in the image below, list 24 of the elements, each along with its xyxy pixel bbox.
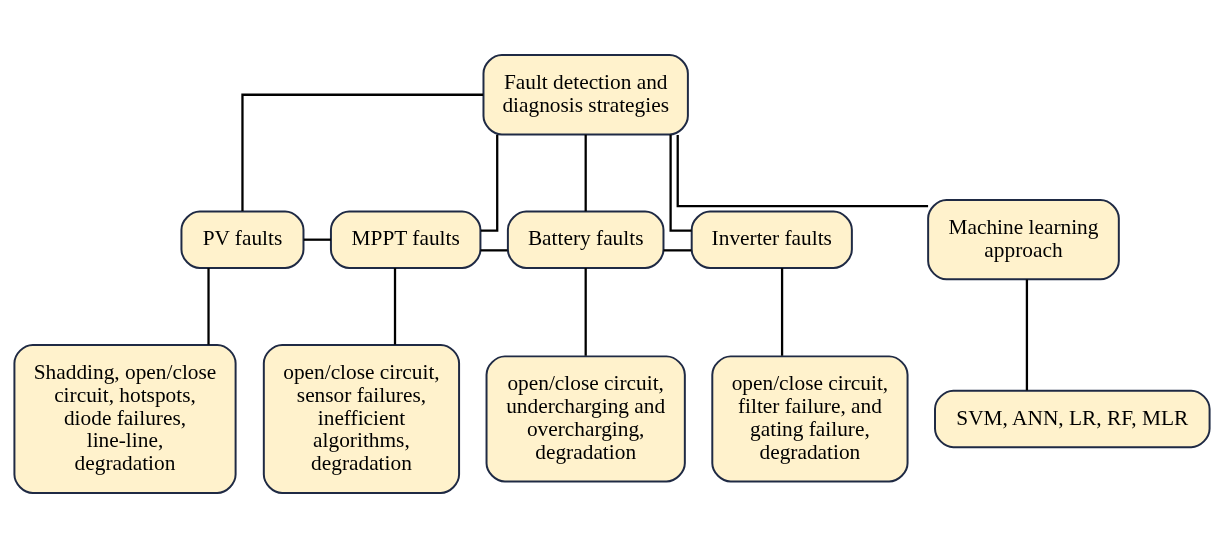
node-box: Inverter faults: [690, 210, 853, 269]
connector: [207, 268, 210, 345]
node-box: Machine learning approach: [927, 199, 1120, 281]
connector: [241, 93, 484, 212]
connector: [780, 268, 784, 356]
connector: [393, 268, 397, 345]
node-box: open/close circuit, sensor failures, inefficient algorithms, degradation: [262, 343, 461, 494]
node-box: Battery faults: [506, 210, 665, 269]
node-box: open/close circuit, filter failure, and gating failure, degradation: [711, 355, 909, 483]
node-box: Shadding, open/close circuit, hotspots, diode failures, line-line, degradation: [13, 343, 237, 494]
node-box: PV faults: [180, 210, 305, 269]
connector: [584, 268, 587, 356]
connector: [303, 238, 331, 241]
connector: [676, 134, 929, 208]
connector: [584, 134, 587, 212]
connector: [480, 134, 499, 232]
node-box: SVM, ANN, LR, RF, MLR: [934, 389, 1211, 449]
node-box: Fault detection and diagnosis strategies: [482, 54, 689, 136]
connector: [480, 249, 508, 252]
connector: [669, 134, 692, 232]
connector: [663, 249, 692, 252]
connector: [1025, 279, 1029, 391]
node-box: MPPT faults: [329, 210, 482, 269]
node-box: open/close circuit, undercharging and overcharging, degradation: [485, 355, 686, 483]
